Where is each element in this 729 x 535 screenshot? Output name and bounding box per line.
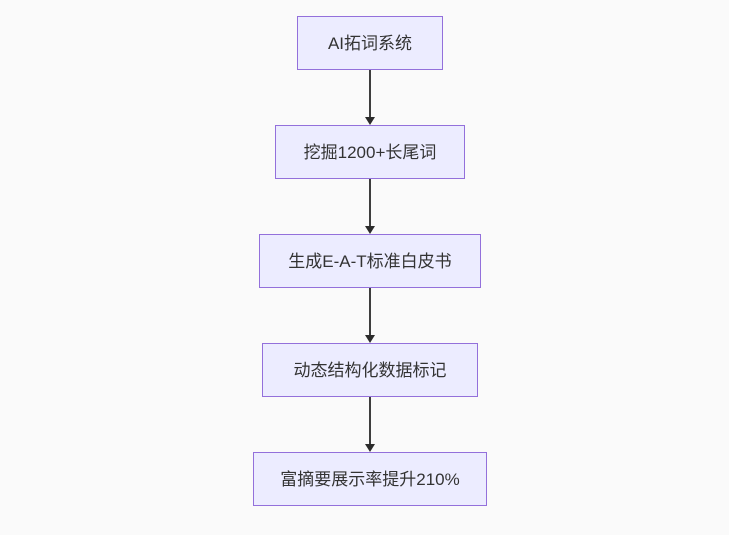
arrowhead-down-icon: [365, 226, 375, 234]
flow-node-label: 富摘要展示率提升210%: [280, 469, 460, 489]
flow-node-label: AI拓词系统: [327, 33, 413, 53]
flow-node-eat-whitepaper: 生成E-A-T标准白皮书: [259, 234, 481, 288]
flowchart: AI拓词系统 挖掘1200+长尾词 生成E-A-T标准白皮书 动态结构化数据标记: [253, 16, 487, 506]
arrowhead-down-icon: [365, 444, 375, 452]
flow-node-rich-snippet-rate: 富摘要展示率提升210%: [253, 452, 487, 506]
flow-edge-2-3: [365, 179, 375, 234]
flow-node-structured-data-markup: 动态结构化数据标记: [262, 343, 478, 397]
edge-line: [369, 397, 371, 444]
flow-node-label: 挖掘1200+长尾词: [303, 142, 437, 162]
edge-line: [369, 179, 371, 226]
edge-line: [369, 70, 371, 117]
flow-edge-1-2: [365, 70, 375, 125]
flow-edge-4-5: [365, 397, 375, 452]
flow-node-label: 生成E-A-T标准白皮书: [288, 251, 452, 271]
flow-node-longtail-keywords: 挖掘1200+长尾词: [275, 125, 465, 179]
edge-line: [369, 288, 371, 335]
flow-edge-3-4: [365, 288, 375, 343]
arrowhead-down-icon: [365, 117, 375, 125]
flow-node-label: 动态结构化数据标记: [293, 360, 447, 380]
arrowhead-down-icon: [365, 335, 375, 343]
flow-node-ai-word-expansion-system: AI拓词系统: [297, 16, 443, 70]
